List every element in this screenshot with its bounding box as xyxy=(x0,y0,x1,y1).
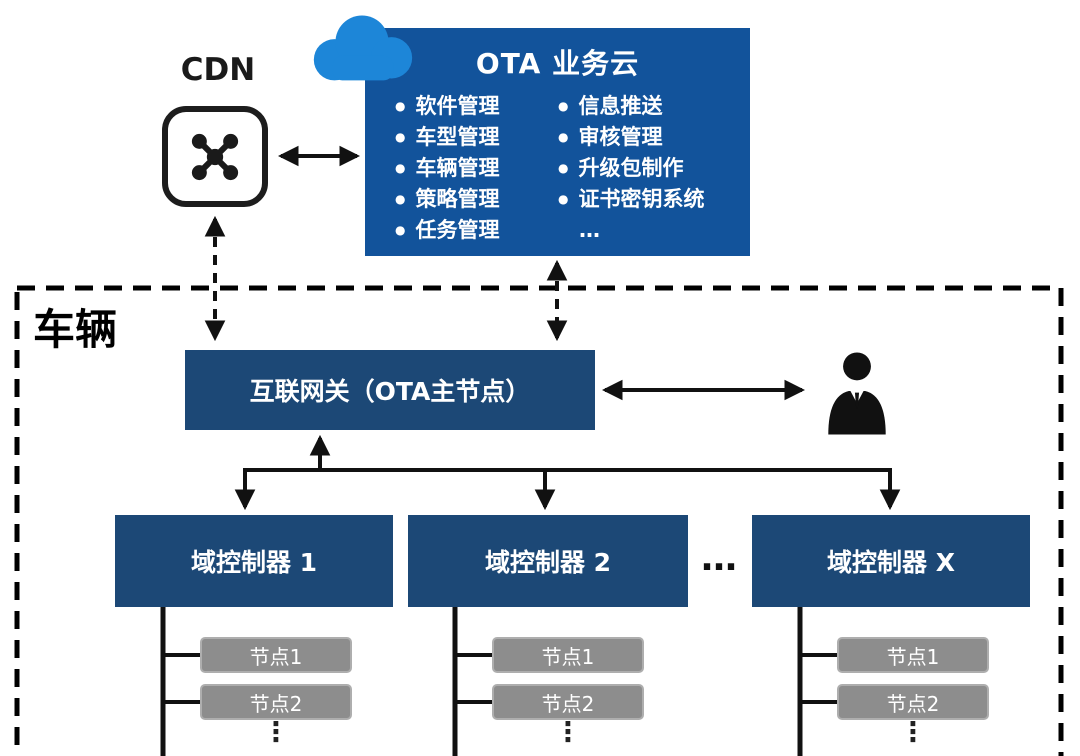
nodes-ellipsis: ⋮ xyxy=(262,717,290,748)
node-box: 节点2 xyxy=(837,684,989,720)
nodes-ellipsis: ⋮ xyxy=(899,717,927,748)
network-hub-icon xyxy=(191,133,239,180)
domain-controller-1: 域控制器 1 xyxy=(115,515,393,607)
user-icon xyxy=(828,352,886,435)
ota-cloud-title: OTA 业务云 xyxy=(475,47,640,80)
node-box: 节点2 xyxy=(200,684,352,720)
list-item: 策略管理 xyxy=(395,184,558,215)
cdn-label: CDN xyxy=(180,52,256,88)
domain-controller-x: 域控制器 X xyxy=(752,515,1030,607)
list-item: 审核管理 xyxy=(558,122,704,153)
cloud-icon xyxy=(313,15,413,81)
node-box: 节点1 xyxy=(837,637,989,673)
nodes-ellipsis: ⋮ xyxy=(554,717,582,748)
list-item: 证书密钥系统 xyxy=(558,184,704,215)
ota-cloud-list-right: 信息推送 审核管理 升级包制作 证书密钥系统 … xyxy=(558,91,704,246)
node-column-1: 节点1 节点2 ⋮ xyxy=(200,637,352,756)
gateway-box: 互联网关（OTA主节点） xyxy=(185,350,595,430)
node-box: 节点1 xyxy=(200,637,352,673)
list-item: 任务管理 xyxy=(395,215,558,246)
list-item: 升级包制作 xyxy=(558,153,704,184)
node-box: 节点1 xyxy=(492,637,644,673)
list-item: 车辆管理 xyxy=(395,153,558,184)
ota-cloud-feature-lists: 软件管理 车型管理 车辆管理 策略管理 任务管理 信息推送 审核管理 升级包制作… xyxy=(365,91,750,246)
ota-cloud-list-left: 软件管理 车型管理 车辆管理 策略管理 任务管理 xyxy=(395,91,558,246)
node-column-2: 节点1 节点2 ⋮ xyxy=(492,637,644,756)
vehicle-label: 车辆 xyxy=(33,305,118,354)
list-item: 车型管理 xyxy=(395,122,558,153)
controllers-ellipsis: … xyxy=(701,538,737,579)
domain-controller-2: 域控制器 2 xyxy=(408,515,688,607)
cdn-icon xyxy=(162,106,268,207)
ota-cloud-panel: OTA 业务云 软件管理 车型管理 车辆管理 策略管理 任务管理 信息推送 审核… xyxy=(365,28,750,256)
list-item-ellipsis: … xyxy=(579,218,600,242)
list-item: 信息推送 xyxy=(558,91,704,122)
list-item: 软件管理 xyxy=(395,91,558,122)
node-column-3: 节点1 节点2 ⋮ xyxy=(837,637,989,756)
node-box: 节点2 xyxy=(492,684,644,720)
